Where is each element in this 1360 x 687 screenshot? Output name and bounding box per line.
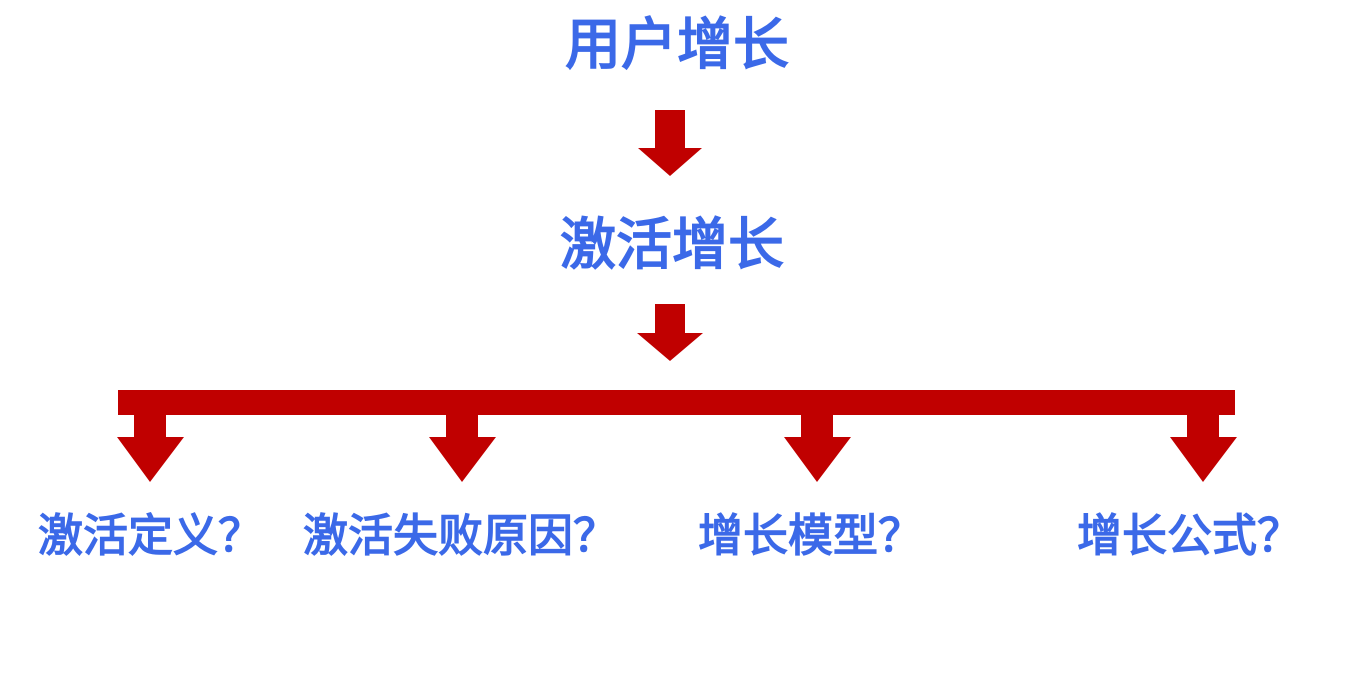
node-user-growth: 用户增长 <box>565 13 789 76</box>
arrow-down-2 <box>637 304 703 361</box>
branch-label-activation-failure-reason: 激活失败原因？ <box>303 510 619 561</box>
branch-label-activation-definition: 激活定义？ <box>38 510 264 561</box>
arrow-down-1 <box>638 110 702 176</box>
branch-arrow-1 <box>117 390 184 482</box>
branch-arrow-2 <box>429 390 496 482</box>
branch-label-growth-formula: 增长公式？ <box>1077 510 1303 561</box>
horizontal-split-bar <box>118 390 1235 415</box>
branch-label-growth-model: 增长模型？ <box>698 510 924 561</box>
branch-arrow-4 <box>1170 390 1237 482</box>
branch-arrow-3 <box>784 390 851 482</box>
node-activation-growth: 激活增长 <box>560 213 784 276</box>
split-arrow-group <box>117 390 1237 482</box>
